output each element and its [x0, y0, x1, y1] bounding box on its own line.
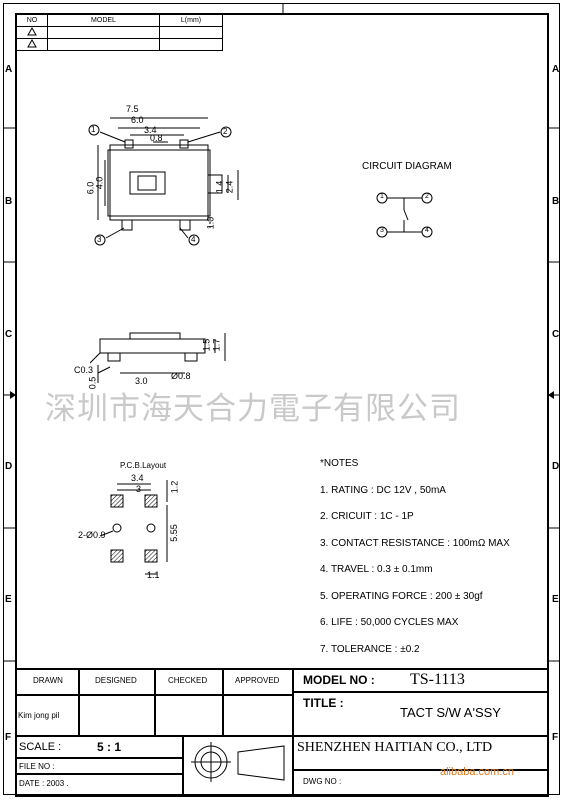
dim-3-0: 3.0: [135, 376, 148, 386]
date-label: DATE : 2003 .: [19, 779, 69, 788]
zone-right-b: B: [552, 196, 560, 207]
file-no-label: FILE NO :: [19, 762, 55, 771]
pcb-dim-3: 3: [136, 484, 142, 494]
note-item: 6. LIFE : 50,000 CYCLES MAX: [320, 617, 459, 628]
note-item: 4. TRAVEL : 0.3 ± 0.1mm: [320, 564, 433, 575]
warning-triangle-icon: [27, 26, 37, 36]
pcb-layout-title: P.C.B.Layout: [120, 461, 167, 470]
rev-col-no: NO: [16, 14, 48, 27]
notes-heading: *NOTES: [320, 458, 359, 469]
dim-c0-3: C0.3: [74, 365, 94, 375]
zone-left-e: E: [5, 594, 12, 605]
approved-header: APPROVED: [235, 676, 280, 685]
company-name: SHENZHEN HAITIAN CO., LTD: [297, 740, 493, 755]
zone-left-a: A: [5, 64, 13, 75]
dim-4-0-vertical: 4.0: [94, 176, 105, 190]
pin-label-1: 1: [91, 125, 96, 134]
note-item: 2. CRICUIT : 1C - 1P: [320, 511, 414, 522]
revision-table: NO MODEL L(mm): [16, 14, 223, 51]
circuit-diagram-title: CIRCUIT DIAGRAM: [362, 161, 452, 172]
dim-6-0: 6.0: [131, 115, 144, 125]
dim-1-4-vertical: 1.4: [214, 180, 225, 194]
model-no-value: TS-1113: [410, 671, 465, 688]
title-value: TACT S/W A'SSY: [400, 705, 501, 720]
projection-symbol-icon: [191, 742, 285, 782]
pin-label-3: 3: [97, 235, 102, 244]
model-no-label: MODEL NO :: [303, 673, 375, 687]
dim-1-0-vertical: 1.0: [205, 216, 216, 230]
revision-symbol-1: [16, 26, 48, 39]
note-item: 1. RATING : DC 12V , 50mA: [320, 484, 446, 496]
zone-left-f: F: [5, 732, 12, 743]
rev-col-l: L(mm): [159, 14, 223, 27]
circuit-pin-1: 1: [380, 193, 384, 200]
dwg-no-label: DWG NO :: [303, 777, 342, 786]
pin-label-2: 2: [223, 127, 228, 136]
side-view-drawing: [90, 332, 226, 383]
revision-symbol-2: [16, 38, 48, 51]
designed-header: DESIGNED: [95, 676, 137, 685]
zone-left-d: D: [5, 461, 13, 472]
circuit-diagram: [376, 192, 433, 238]
circuit-pin-4: 4: [425, 227, 429, 234]
warning-triangle-icon: [27, 38, 37, 48]
zone-right-d: D: [552, 461, 560, 472]
pcb-dim-1-2-vertical: 1.2: [169, 480, 180, 494]
pin-label-4: 4: [191, 235, 196, 244]
scale-value: 5 : 1: [97, 740, 122, 754]
pcb-dim-hole: 2-Ø0.9: [78, 530, 106, 540]
zone-right-f: F: [552, 732, 559, 743]
dim-1-7-vertical: 1.7: [211, 338, 222, 352]
company-watermark: 深圳市海天合力電子有限公司: [45, 391, 461, 427]
circuit-pin-3: 3: [380, 227, 384, 234]
drawn-by-value: Kim jong pil: [18, 711, 60, 720]
zone-left-c: C: [5, 329, 13, 340]
zone-right-c: C: [552, 329, 560, 340]
pcb-dim-3-4: 3.4: [131, 473, 144, 483]
title-label: TITLE :: [303, 696, 344, 710]
zone-right-e: E: [552, 594, 559, 605]
notes-block: *NOTES 1. RATING : DC 12V , 50mA 2. CRIC…: [320, 458, 510, 670]
dim-1-5-vertical: 1.5: [201, 338, 212, 352]
zone-right-a: A: [552, 64, 560, 75]
checked-header: CHECKED: [168, 676, 208, 685]
scale-label: SCALE :: [19, 741, 62, 753]
pcb-dim-1-1: 1.1: [147, 570, 160, 580]
dim-7-5: 7.5: [126, 104, 139, 114]
pcb-dim-5-55-vertical: 5.55: [168, 524, 179, 542]
rev-col-model: MODEL: [47, 14, 160, 27]
note-item: 5. OPERATING FORCE : 200 ± 30gf: [320, 590, 483, 602]
note-item: 7. TOLERANCE : ±0.2: [320, 643, 420, 655]
pcb-layout-drawing: [99, 480, 168, 575]
dim-phi-0-8: Ø0.8: [171, 371, 191, 381]
circuit-pin-2: 2: [425, 193, 429, 200]
dim-2-4-vertical: 2.4: [224, 180, 235, 194]
site-watermark: alibaba.com.cn: [440, 766, 514, 778]
note-item: 3. CONTACT RESISTANCE : 100mΩ MAX: [320, 537, 510, 549]
drawing-outer-frame: [3, 3, 560, 795]
drawn-header: DRAWN: [33, 676, 63, 685]
top-view-drawing: [88, 117, 239, 246]
dim-3-4: 3.4: [144, 125, 157, 135]
zone-left-b: B: [5, 196, 13, 207]
dim-0-8: 0.8: [150, 133, 163, 143]
